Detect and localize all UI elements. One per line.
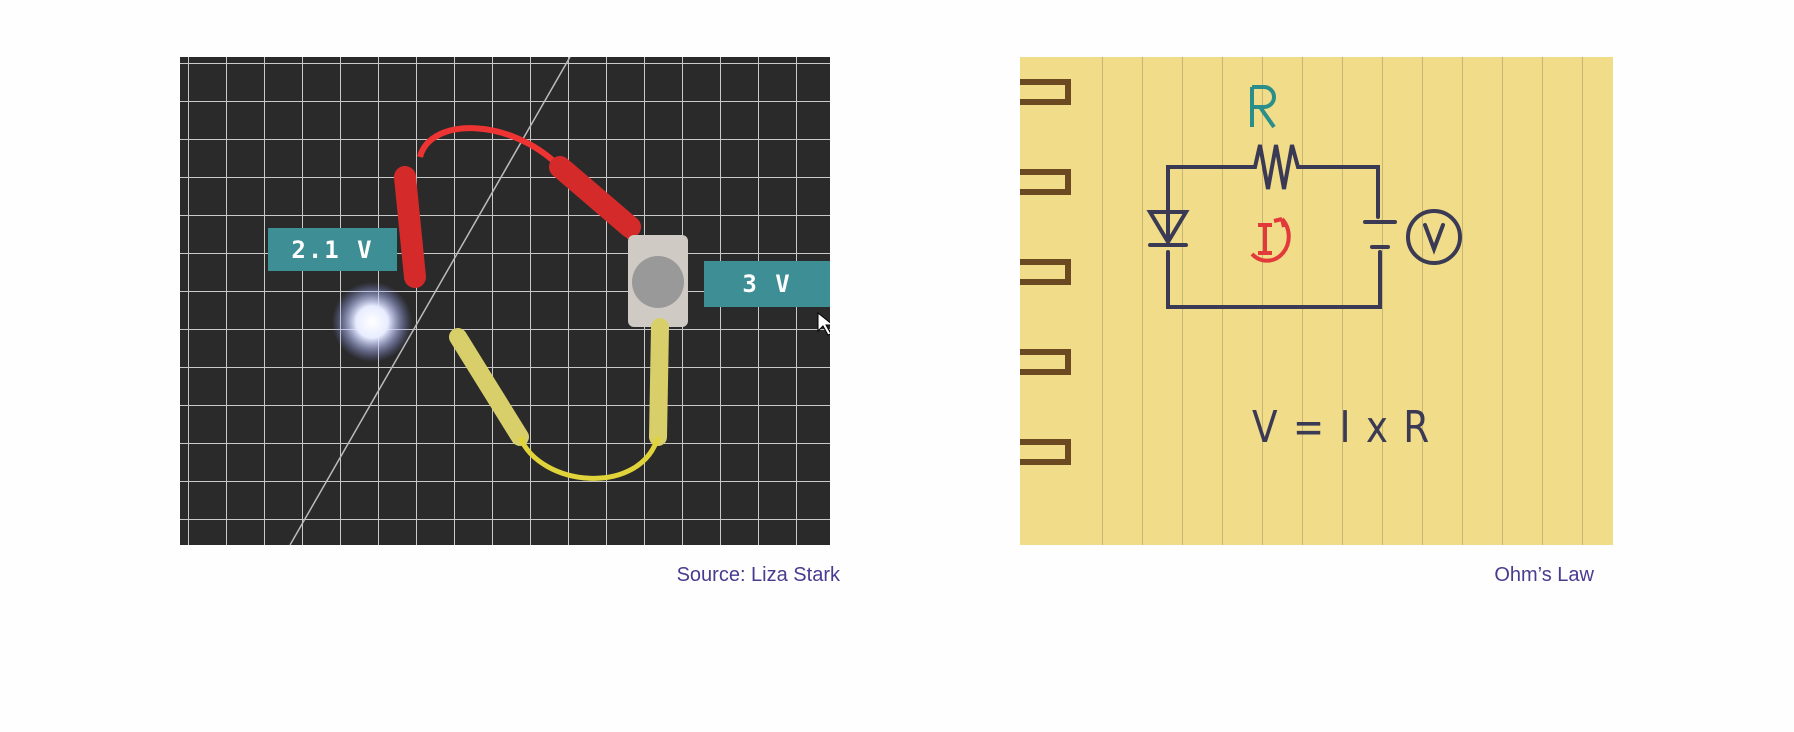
mouse-cursor-icon	[817, 311, 830, 336]
resistor-label-drawing	[1250, 85, 1276, 129]
led-circuit-photo: 2.1 V 3 V	[180, 57, 830, 545]
ohms-law-caption: Ohm’s Law	[1494, 564, 1594, 586]
led-voltage-label: 2.1 V	[268, 228, 397, 271]
led-light	[332, 282, 412, 362]
current-arrow	[1250, 217, 1291, 263]
image-source-caption: Source: Liza Stark	[676, 564, 840, 586]
ohms-law-equation: V = I x R	[1252, 402, 1431, 453]
battery-voltage-label: 3 V	[704, 261, 830, 307]
ohms-law-notebook-photo: V = I x R	[1020, 57, 1613, 545]
ohms-law-diagram	[1020, 57, 1613, 545]
spiral-binding	[1020, 79, 1071, 465]
circuit-drawing	[1146, 144, 1462, 309]
